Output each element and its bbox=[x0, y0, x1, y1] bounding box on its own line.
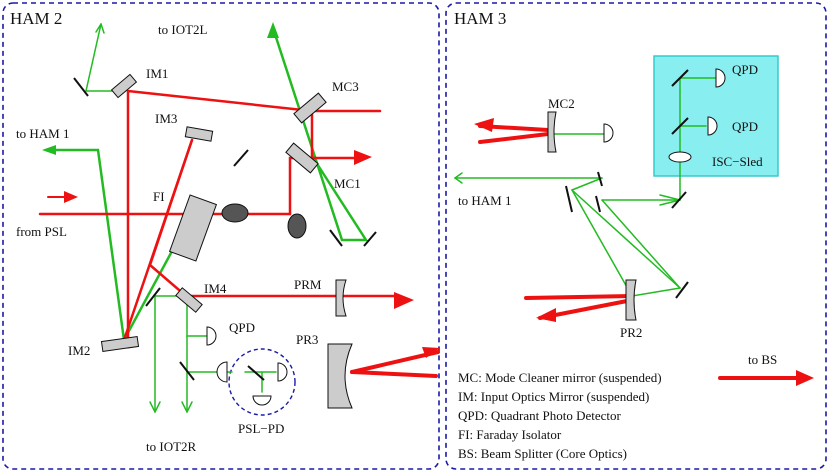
label-psl-pd: PSL−PD bbox=[238, 421, 284, 436]
label-from-psl: from PSL bbox=[16, 224, 67, 239]
mc-steering-mirror bbox=[233, 149, 249, 167]
label-im3: IM3 bbox=[155, 111, 177, 126]
psl-lens-lower bbox=[287, 213, 307, 239]
psl-pd-lens bbox=[216, 361, 228, 383]
legend-item: QPD: Quadrant Photo Detector bbox=[458, 408, 622, 423]
ham2-chamber-frame bbox=[2, 2, 440, 470]
mc-loop-mirror-left bbox=[329, 229, 343, 247]
prm-mirror bbox=[335, 279, 347, 317]
im2-mirror bbox=[100, 335, 140, 353]
label-im1: IM1 bbox=[146, 66, 168, 81]
psl-pd-enclosure bbox=[228, 348, 296, 416]
psl-pd-splitter bbox=[247, 365, 265, 381]
mc-loop-mirror-right bbox=[363, 231, 377, 247]
legend-item: IM: Input Optics Mirror (suspended) bbox=[458, 389, 649, 404]
label-to-iot2l: to IOT2L bbox=[158, 22, 208, 37]
label-qpd-sled-2: QPD bbox=[732, 119, 758, 134]
label-fi: FI bbox=[153, 189, 165, 204]
label-im4: IM4 bbox=[204, 281, 227, 296]
ham2-title: HAM 2 bbox=[10, 9, 62, 28]
mc2-mirror bbox=[547, 111, 557, 153]
pr2-mirror bbox=[625, 279, 637, 321]
legend-item: MC: Mode Cleaner mirror (suspended) bbox=[458, 370, 662, 385]
ham3-optics bbox=[547, 68, 726, 321]
ham3-title: HAM 3 bbox=[454, 9, 506, 28]
legend-item: FI: Faraday Isolator bbox=[458, 427, 562, 442]
sled-qpd-lower bbox=[707, 116, 718, 136]
psl-lens-upper bbox=[221, 203, 249, 223]
legend: MC: Mode Cleaner mirror (suspended) IM: … bbox=[458, 370, 662, 461]
label-to-ham1-left: to HAM 1 bbox=[16, 126, 69, 141]
label-to-ham1-right: to HAM 1 bbox=[458, 193, 511, 208]
ham2-green-beams bbox=[42, 22, 369, 413]
beamsplitter-ham2-a bbox=[179, 361, 195, 381]
ham3-steering-e bbox=[675, 281, 689, 299]
label-mc2: MC2 bbox=[548, 96, 575, 111]
pr3-mirror bbox=[327, 343, 353, 409]
label-mc3: MC3 bbox=[332, 79, 359, 94]
mc3-mirror bbox=[293, 92, 327, 124]
mc2-qpd bbox=[603, 123, 614, 143]
ham3-red-beams bbox=[474, 118, 814, 386]
sled-qpd-upper bbox=[715, 68, 726, 88]
label-mc1: MC1 bbox=[334, 176, 361, 191]
im4-mirror bbox=[175, 287, 203, 313]
im1-pickoff-mirror bbox=[73, 77, 89, 97]
psl-pd-detector-right bbox=[277, 362, 288, 382]
im4-pickoff-mirror bbox=[145, 287, 161, 307]
psl-pd-detector-bottom bbox=[252, 395, 272, 406]
ham3-steering-a bbox=[565, 185, 573, 213]
ham3-steering-c bbox=[595, 195, 601, 213]
sled-mirror-upper bbox=[671, 69, 689, 87]
label-im2: IM2 bbox=[68, 343, 90, 358]
ham3-steering-d bbox=[671, 191, 687, 209]
label-to-bs: to BS bbox=[748, 352, 777, 367]
label-qpd-sled-1: QPD bbox=[732, 62, 758, 77]
label-isc-sled: ISC−Sled bbox=[712, 154, 763, 169]
mc1-mirror bbox=[285, 142, 319, 174]
faraday-isolator bbox=[168, 194, 218, 262]
sled-mirror-lower bbox=[671, 117, 689, 135]
label-qpd-ham2: QPD bbox=[229, 320, 255, 335]
ham3-chamber-frame bbox=[445, 2, 827, 470]
qpd-ham2 bbox=[206, 326, 217, 346]
label-to-iot2r: to IOT2R bbox=[146, 439, 197, 454]
ham3-steering-b bbox=[597, 171, 603, 187]
im3-mirror bbox=[184, 126, 214, 142]
label-prm: PRM bbox=[294, 277, 322, 292]
sled-lens bbox=[668, 151, 692, 163]
ham2-optics bbox=[73, 73, 377, 409]
legend-item: BS: Beam Splitter (Core Optics) bbox=[458, 446, 627, 461]
label-pr3: PR3 bbox=[296, 332, 318, 347]
label-pr2: PR2 bbox=[620, 325, 642, 340]
im1-mirror bbox=[110, 73, 138, 99]
